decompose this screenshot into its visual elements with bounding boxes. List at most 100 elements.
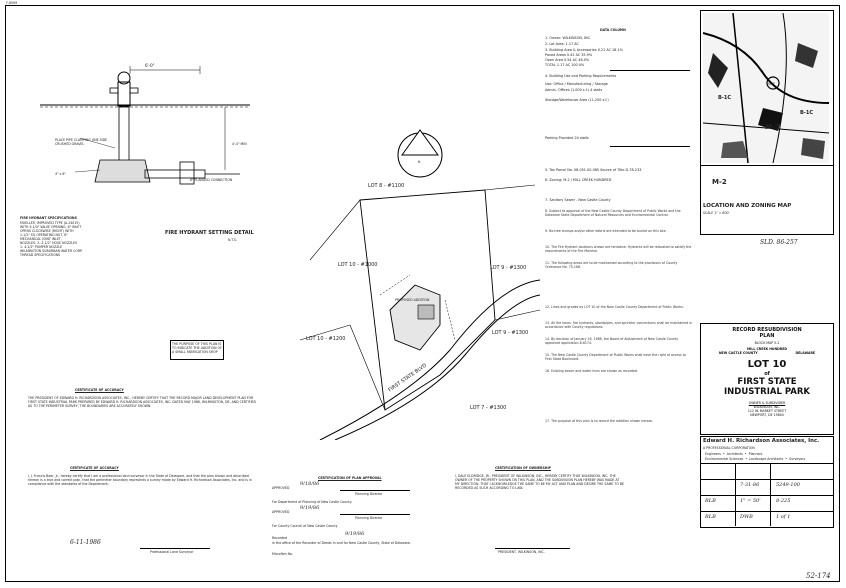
cert-accuracy-title: CERTIFICATE OF ACCURACY <box>75 388 124 392</box>
firm-grid-v <box>770 463 771 526</box>
lot-label: LOT 10 - #1200 <box>306 336 346 342</box>
data-row: Use: Office / Manufacturing / Storage <box>545 82 608 86</box>
title-block: RECORD RESUBDIVISION PLAN BLOCK MAP 5-2 … <box>700 327 834 417</box>
data-column-header: DATA COLUMN <box>600 28 626 32</box>
data-row: Parking Provided 24 stalls <box>545 136 589 140</box>
hydrant-label-place: PLACE PIPE CLAMPING ONE SIDE CRUSHED GRA… <box>55 138 108 146</box>
title-line2: PLAN <box>759 333 775 339</box>
hydrant-specs-list: MUELLER, IMPROVED TYPE (A-24015) WITH 5-… <box>20 221 115 257</box>
cert-approval-role1: Planning Director <box>355 492 383 496</box>
firm-scale: 1" = 50' <box>740 498 761 504</box>
data-row: 1. Owner: WILKINSON, INC. <box>545 36 592 40</box>
firm-job: 5249-100 <box>776 482 800 488</box>
cert-accuracy-text: THE PRESIDENT OF EDWARD H. RICHARDSON AS… <box>28 396 256 408</box>
cert-approval-microfilm: Microfilm No. <box>272 552 293 556</box>
location-map-ref: SLD. 86-257 <box>760 239 798 246</box>
title-lot: LOT 10 <box>747 359 787 370</box>
lot-label: LOT 10 - #1000 <box>338 262 378 268</box>
firm-grid-h <box>700 495 834 496</box>
cert-approval-dept: For Department of Planning of New Castle… <box>272 500 353 504</box>
firm-block-frame <box>700 436 834 528</box>
signature-line <box>495 548 570 549</box>
sheet-ref: F-8599 <box>6 1 18 5</box>
signature-line <box>340 490 410 491</box>
data-column-table-lines <box>610 146 690 147</box>
data-note: 17. The purpose of this plan is to recor… <box>545 419 654 423</box>
title-block-frame <box>700 323 834 435</box>
firm-divider <box>700 463 834 464</box>
firm-tagline: A PROFESSIONAL CORPORATION <box>703 446 755 450</box>
cert-approval-council: For County Council of New Castle County <box>272 524 338 528</box>
hydrant-detail-drawing <box>40 66 250 185</box>
data-note: 13. All fire lanes, fire hydrants, stand… <box>545 321 693 329</box>
map-site-label: SITE <box>768 82 775 86</box>
spec-line: 1- 4-1/2" PUMPER NOZZLE <box>20 245 63 249</box>
map-zone-label: B-1C <box>718 95 732 101</box>
hydrant-specs-title: FIRE HYDRANT SPECIFICATIONS <box>20 216 77 220</box>
map-zone-label: M-2 <box>712 178 727 186</box>
spec-line: THREAD SPECIFICATIONS <box>20 253 61 257</box>
firm-no: 1 of 1 <box>776 514 791 520</box>
hydrant-label-4x6: 4" x 6" <box>55 172 66 176</box>
owner-name: WILKINSON, INC. <box>753 405 781 409</box>
data-note: 15. The New Castle County Department of … <box>545 353 686 361</box>
firm-sheet: 8-225 <box>776 498 791 504</box>
title-county-state: NEW CASTLE COUNTY DELAWARE <box>700 351 834 355</box>
lot-label: LOT 8 - #1100 <box>368 183 405 189</box>
firm-grid-h <box>700 479 834 480</box>
hydrant-label-4ft: 4'-0" MIN <box>232 142 247 146</box>
data-note: 8. Subject to approval of the New Castle… <box>545 209 681 217</box>
hydrant-detail-nts: N.T.S. <box>228 238 238 242</box>
north-label: N <box>418 160 421 164</box>
cert-approval-recorded-label: Recorded <box>272 536 287 540</box>
cert-approval-recorded-date: 9/19/86 <box>345 531 365 537</box>
firm-services1: Engineers • Architects • Planners <box>705 452 763 456</box>
spec-line: MECHANICAL JOINT INLET, <box>20 237 62 241</box>
cert-approval-role2: Planning Director <box>355 516 383 520</box>
data-row: TOTAL 1.17 AC 100.0% <box>545 63 585 67</box>
data-note: 11. The following areas are to be mainta… <box>545 261 678 269</box>
corner-stamp: 52-174 <box>806 572 831 580</box>
data-row: 7. Sanitary Sewer - New Castle County <box>545 198 611 202</box>
hydrant-dim-top: 6'-0" <box>145 63 155 68</box>
cert-accuracy2-date: 6-11-1986 <box>70 539 101 546</box>
cert-approval-date2: 9/19/86 <box>300 505 320 511</box>
data-row: 4. Building Use and Parking Requirements <box>545 74 617 78</box>
cert-ownership-title: CERTIFICATION OF OWNERSHIP <box>495 466 551 470</box>
data-row: Open Area 0.54 AC 46.0% <box>545 58 590 62</box>
title-park1: FIRST STATE <box>737 377 797 387</box>
building-label: PROPOSED ADDITION <box>395 298 430 302</box>
title-hundred: MILL CREEK HUNDRED <box>746 347 788 351</box>
spec-line: WITH 5-1/4" VALVE OPENING, 6" INLET <box>20 225 82 229</box>
spec-line: NOZZLES: 2- 2-1/2" HOSE NOZZLES <box>20 241 78 245</box>
cert-approval-title: CERTIFICATION OF PLAN APPROVAL <box>318 476 382 480</box>
cert-approval-approved1: APPROVED <box>272 486 290 490</box>
cert-accuracy2-title: CERTIFICATE OF ACCURACY <box>70 466 119 470</box>
title-county: NEW CASTLE COUNTY <box>718 351 758 355</box>
title-state: DELAWARE <box>795 351 816 355</box>
data-note: 14. By decision of January 16, 1986, the… <box>545 337 679 345</box>
data-row: Paved Areas 0.42 AC 35.9% <box>545 53 593 57</box>
firm-approved: RLB <box>705 498 716 504</box>
lot-label: LOT 9 - #1300 <box>492 330 529 336</box>
spec-line: OPENS CLOCKWISE (RIGHT) WITH <box>20 229 74 233</box>
cert-approval-approved2: APPROVED <box>272 510 290 514</box>
cert-accuracy2-text: I, J. Francis Baer, Jr., hereby certify … <box>28 474 252 486</box>
data-note: 10. The Fire Hydrant locations shown are… <box>545 245 692 253</box>
title-park2: INDUSTRIAL PARK <box>724 387 810 397</box>
cert-accuracy2-sig-label: Professional Land Surveyor <box>150 550 194 554</box>
spec-line: MUELLER, IMPROVED TYPE (A-24015) <box>20 221 80 225</box>
cert-ownership-signer: PRESIDENT, WILKINSON, INC. <box>498 550 545 554</box>
hydrant-label-flange: 6" FLANGED CONNECTION <box>190 178 233 182</box>
signature-line <box>140 548 210 549</box>
data-note: 16. Existing sewer and water lines are s… <box>545 369 639 373</box>
data-row: Admin. Offices (1,000 s.f.) 4 stalls <box>545 88 603 92</box>
sheet-border <box>5 5 840 582</box>
firm-checked: DWB <box>740 514 753 520</box>
owner-city: NEWPORT, DE 19804 <box>750 413 784 417</box>
map-zone-label: B-1C <box>800 110 814 116</box>
firm-grid-h <box>700 511 834 512</box>
signature-line <box>340 514 410 515</box>
site-plan-drawing <box>299 129 540 440</box>
purpose-note: THE PURPOSE OF THIS PLAN IS TO INDICATE … <box>172 342 222 354</box>
